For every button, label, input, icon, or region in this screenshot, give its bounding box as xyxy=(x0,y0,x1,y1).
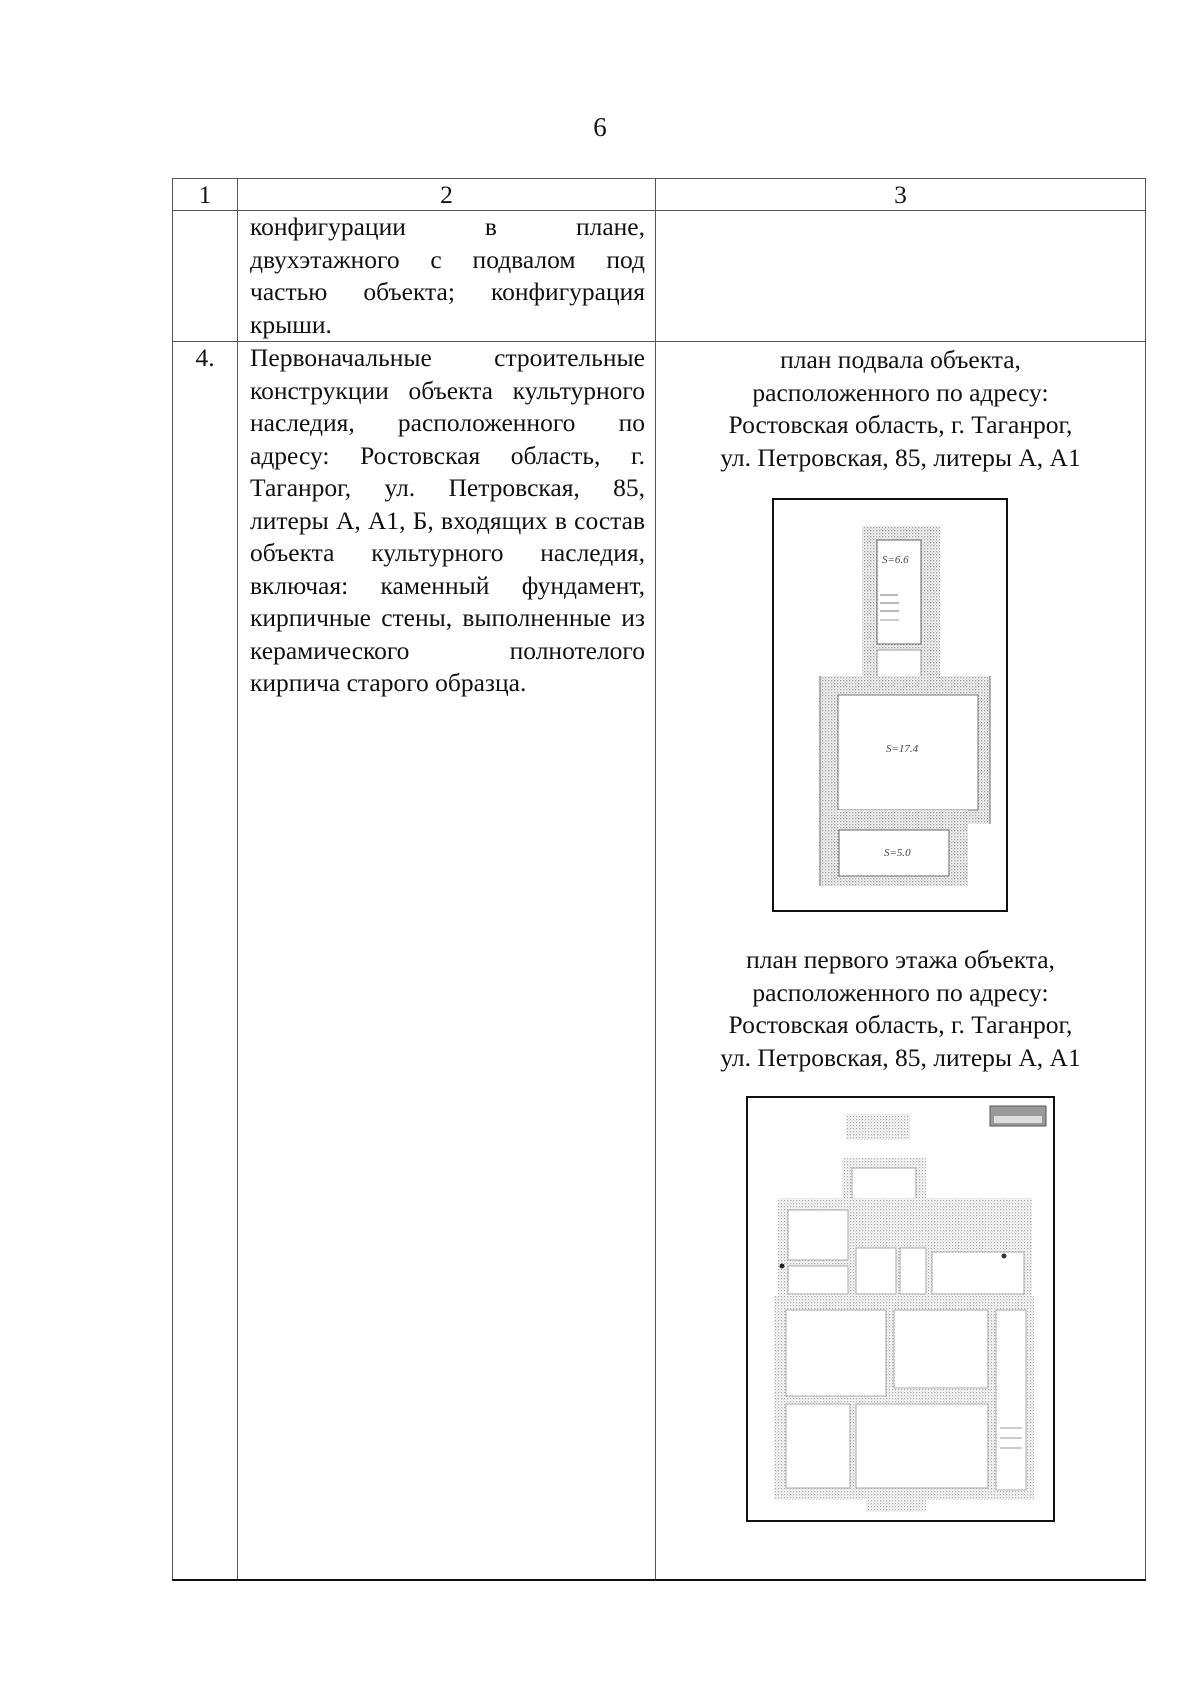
basement-plan-drawing: S=6.6 S=17.4 S=5.0 xyxy=(819,526,991,886)
caption-line: план подвала объекта, xyxy=(780,345,1021,374)
basement-plan-caption: план подвала объекта, расположенного по … xyxy=(656,342,1145,474)
row-description: конфигурации в плане, двухэтажного с под… xyxy=(250,212,645,339)
page-number: 6 xyxy=(593,112,607,142)
first-floor-plan-caption: план первого этажа объекта, расположенно… xyxy=(656,942,1145,1074)
table-header-row: 1 2 3 xyxy=(172,178,1146,211)
caption-line: ул. Петровская, 85, литеры А, А1 xyxy=(720,1042,1081,1072)
first-floor-plan-image xyxy=(746,1096,1055,1522)
caption-line: расположенного по адресу: xyxy=(752,377,1049,407)
row-description: Первоначальные строительные конструкции … xyxy=(250,343,645,697)
row-number: 4. xyxy=(172,341,238,1581)
row-number xyxy=(172,210,238,342)
table-row: конфигурации в плане, двухэтажного с под… xyxy=(172,210,1146,342)
table-row: 4. Первоначальные строительные конструкц… xyxy=(172,341,1146,1581)
column-header-1: 1 xyxy=(172,178,238,211)
caption-line: расположенного по адресу: xyxy=(752,977,1049,1007)
svg-text:S=6.6: S=6.6 xyxy=(882,554,909,566)
column-header-3: 3 xyxy=(655,178,1146,211)
caption-line: план первого этажа объекта, xyxy=(746,945,1055,974)
caption-line: Ростовская область, г. Таганрог, xyxy=(728,410,1073,439)
first-floor-plan-drawing xyxy=(774,1105,1047,1512)
document-table: 1 2 3 конфигурации в плане, двухэтажного… xyxy=(172,178,1146,1581)
basement-floor-plan-image: S=6.6 S=17.4 S=5.0 xyxy=(772,498,1008,912)
caption-line: Ростовская область, г. Таганрог, xyxy=(728,1010,1073,1039)
svg-text:S=5.0: S=5.0 xyxy=(884,847,911,859)
row-illustration-cell: план подвала объекта, расположенного по … xyxy=(655,341,1146,1581)
row-description-cell: конфигурации в плане, двухэтажного с под… xyxy=(237,210,656,342)
column-header-2: 2 xyxy=(237,178,656,211)
row-illustration-cell xyxy=(655,210,1146,342)
svg-text:S=17.4: S=17.4 xyxy=(886,743,919,755)
caption-line: ул. Петровская, 85, литеры А, А1 xyxy=(720,442,1081,472)
row-description-cell: Первоначальные строительные конструкции … xyxy=(237,341,656,1581)
